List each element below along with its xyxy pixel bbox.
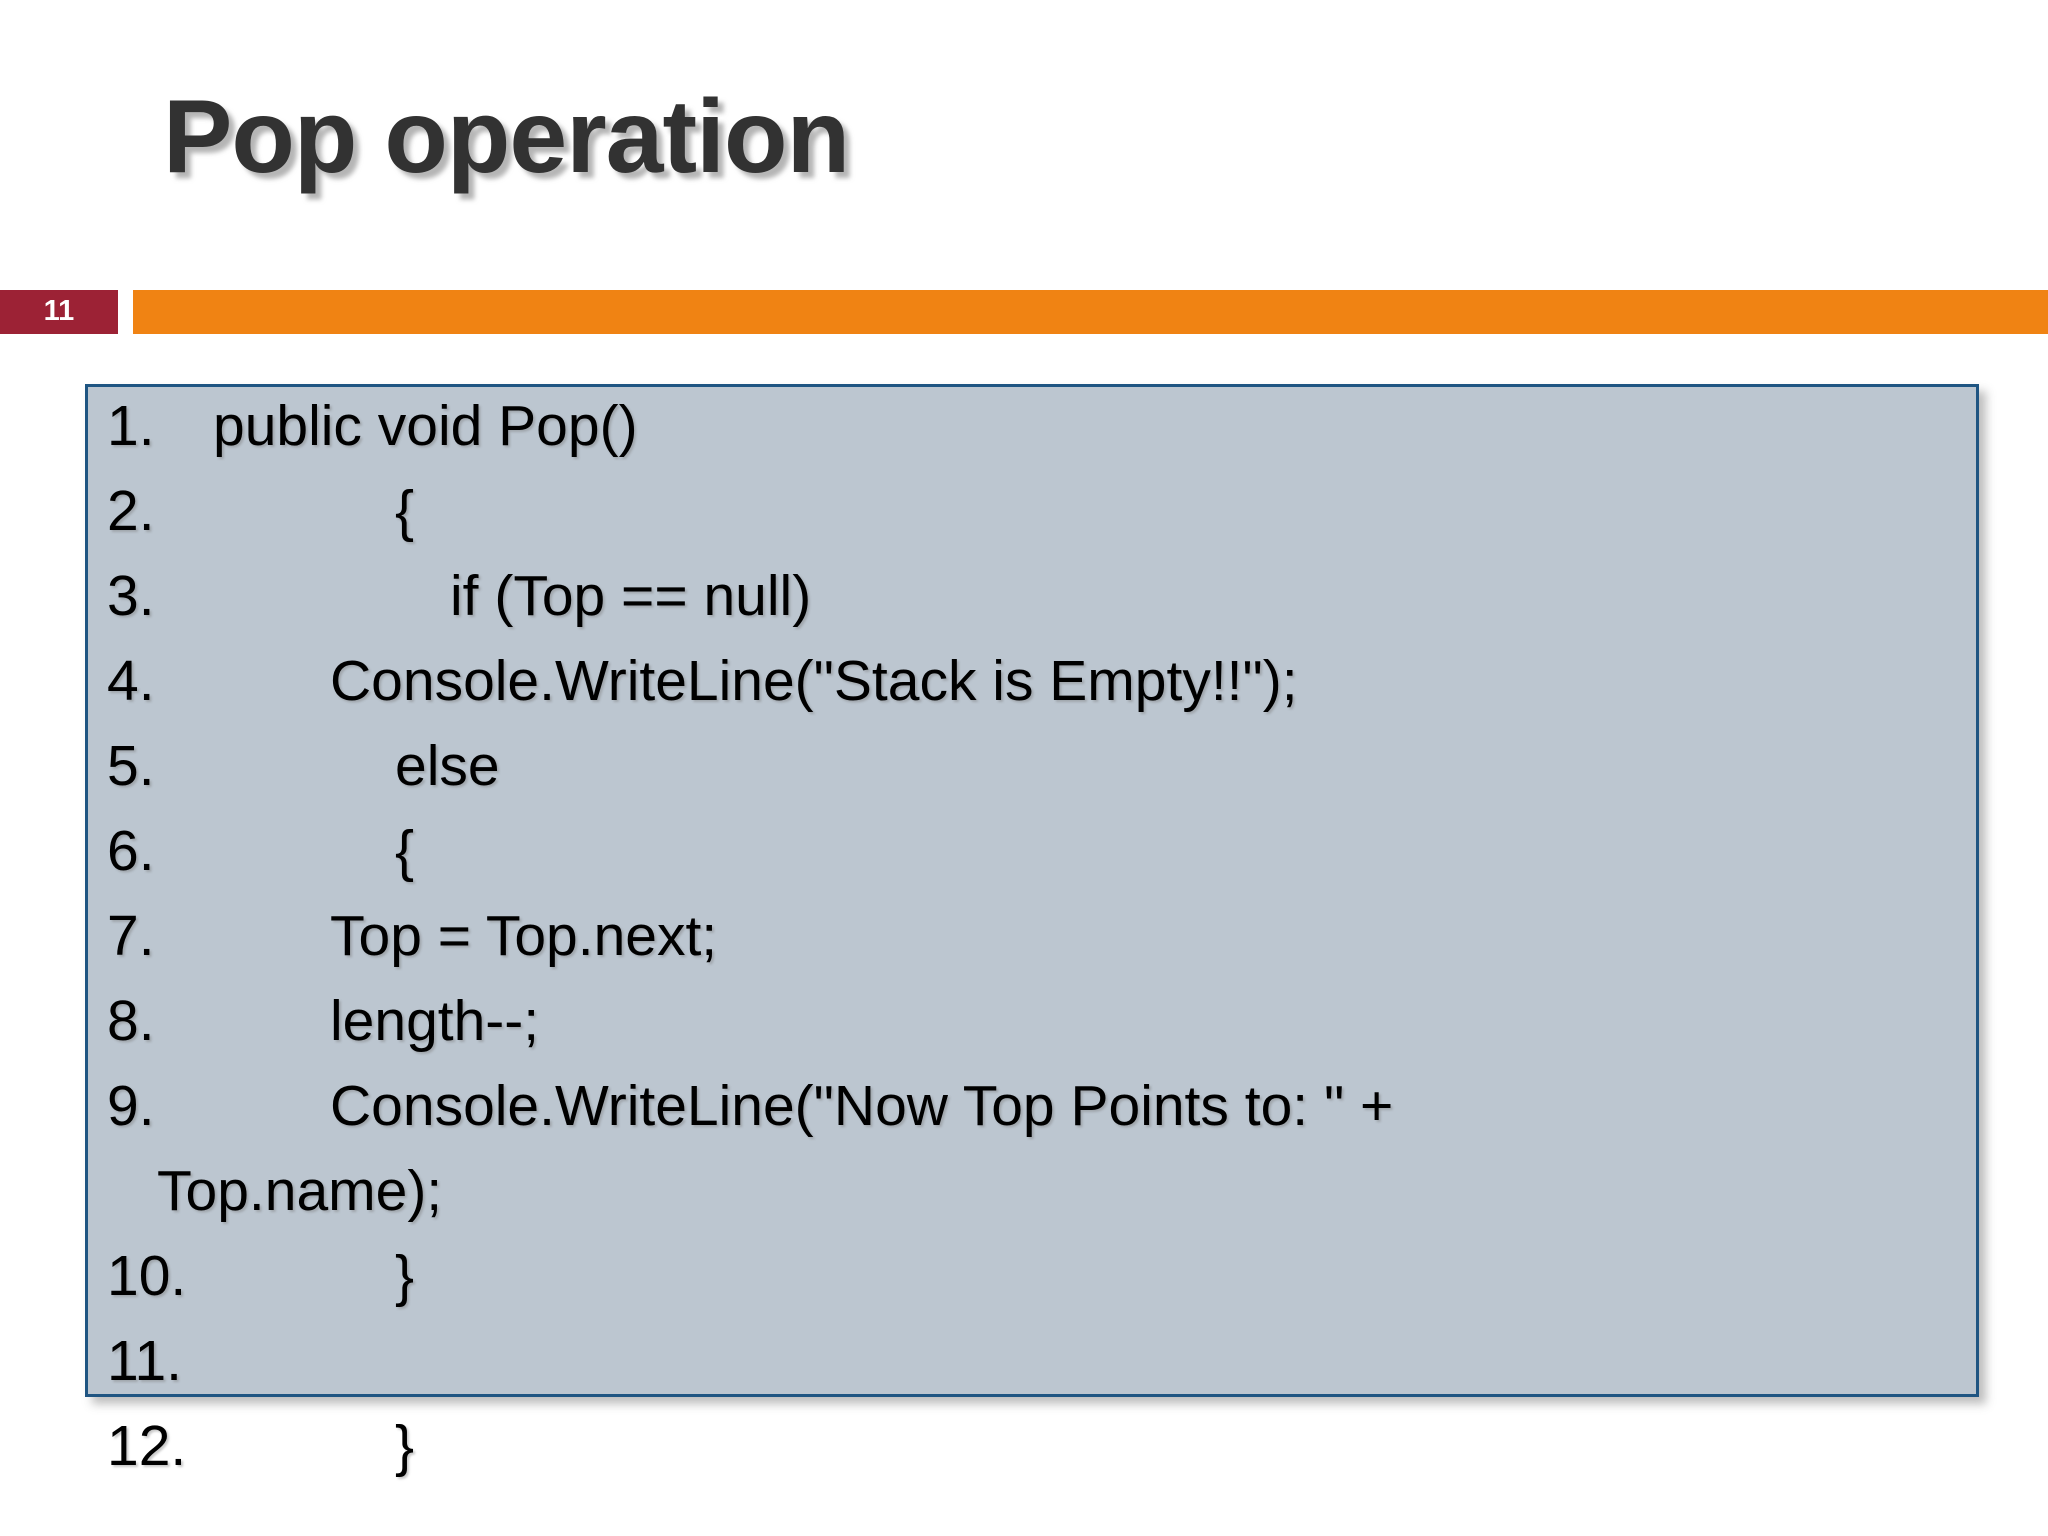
code-block-lines: 1. public void Pop() 2. {3. if (Top == null)… — [85, 384, 2045, 1489]
page-title: Pop operation — [163, 79, 850, 195]
code-line: 9. Console.WriteLine("Now Top Points to: … — [85, 1064, 2045, 1149]
header-divider: 11 — [0, 290, 2048, 334]
code-line-number: 10. — [107, 1244, 187, 1308]
code-block-panel — [85, 384, 1979, 1397]
code-line-text: Top = Top.next; — [330, 904, 718, 968]
code-line-text: Console.WriteLine("Stack is Empty!!"); — [330, 649, 1298, 713]
code-line-text: Console.WriteLine("Now Top Points to: " … — [330, 1074, 1394, 1138]
code-line-number: 2. — [107, 479, 155, 543]
code-line-number: 5. — [107, 734, 155, 798]
code-line: 3. if (Top == null) — [85, 554, 2045, 639]
code-line: 8. length--; — [85, 979, 2045, 1064]
code-line-continuation: Top.name); — [85, 1149, 2045, 1234]
accent-bar — [133, 290, 2048, 334]
code-line: 12.} — [85, 1404, 2045, 1489]
code-line: 7. Top = Top.next; — [85, 894, 2045, 979]
code-line-text: if (Top == null) — [450, 564, 812, 628]
code-line-number: 4. — [107, 649, 155, 713]
code-line-text: public void Pop() — [213, 394, 638, 458]
code-line-number: 9. — [107, 1074, 155, 1138]
code-line-number: 7. — [107, 904, 155, 968]
code-line-number: 3. — [107, 564, 155, 628]
code-line: 5. else — [85, 724, 2045, 809]
code-line-number: 8. — [107, 989, 155, 1053]
code-line: 4. Console.WriteLine("Stack is Empty!!"); — [85, 639, 2045, 724]
code-line-number: 6. — [107, 819, 155, 883]
code-line-continuation-text: Top.name); — [157, 1159, 443, 1223]
slide-number-label: 11 — [43, 294, 75, 327]
code-line: 10.} — [85, 1234, 2045, 1319]
code-line-text: { — [395, 479, 415, 543]
code-line-text: } — [395, 1414, 415, 1478]
slide-number-badge: 11 — [0, 290, 118, 334]
code-line: 11. — [85, 1319, 2045, 1404]
code-line-number: 11. — [107, 1329, 183, 1393]
code-line-text: } — [395, 1244, 415, 1308]
code-line-number: 12. — [107, 1414, 187, 1478]
code-line-text: else — [395, 734, 500, 798]
code-line-text: { — [395, 819, 415, 883]
code-line-number: 1. — [107, 394, 155, 458]
code-line: 1. public void Pop() — [85, 384, 2045, 469]
code-line-text: length--; — [330, 989, 540, 1053]
code-line: 2. { — [85, 469, 2045, 554]
code-line: 6. { — [85, 809, 2045, 894]
